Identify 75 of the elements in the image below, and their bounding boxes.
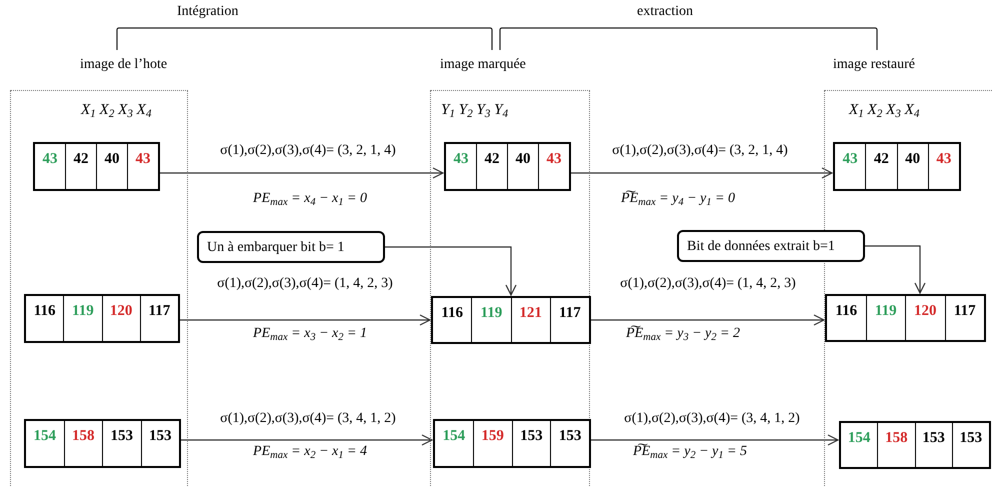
- pixel-value: 120: [906, 296, 946, 340]
- pixel-value: 42: [477, 144, 508, 189]
- pixel-value: 153: [558, 427, 582, 446]
- pixel-value: 43: [935, 150, 952, 169]
- edge-label: σ(1),σ(2),σ(3),σ(4)= (3, 4, 1, 2): [623, 412, 801, 426]
- pixel-value: 153: [916, 423, 953, 467]
- arrow: [180, 434, 433, 446]
- edge-label: σ(1),σ(2),σ(3),σ(4)= (3, 2, 1, 4): [219, 144, 397, 158]
- pixel-value: 121: [512, 298, 551, 342]
- pixel-value: 119: [64, 296, 102, 341]
- pixel-value: 153: [103, 421, 142, 466]
- pixel-value: 42: [66, 144, 97, 189]
- arrow: [865, 245, 926, 294]
- pixel-value: 159: [474, 421, 512, 466]
- column-heading: image marquée: [440, 56, 526, 74]
- edge-label: σ(1),σ(2),σ(3),σ(4)= (3, 4, 1, 2): [219, 412, 397, 426]
- formula: P͠E$_{max}$ = y$_{3}$ − y$_{2}$ = 2: [626, 327, 740, 341]
- pixel-block: [444, 142, 571, 191]
- pixel-value: 153: [958, 429, 984, 448]
- arrow: [590, 434, 839, 446]
- pixel-value: 40: [898, 144, 929, 189]
- pixel-value: 40: [97, 144, 128, 189]
- arrow: [159, 167, 444, 179]
- pixel-block: [33, 142, 160, 191]
- arrow: [179, 314, 431, 326]
- pixel-block: [825, 294, 986, 342]
- column-heading: image restauré: [833, 56, 916, 74]
- arrow: [570, 167, 833, 179]
- pixel-value: 153: [512, 421, 552, 466]
- pixel-value: 40: [508, 144, 539, 189]
- pixel-value: 154: [26, 421, 64, 466]
- pixel-block: [433, 419, 591, 468]
- pixel-block: [24, 419, 181, 468]
- formula: PE$_{max}$ = x$_{2}$ − x$_{1}$ = 4: [253, 445, 367, 459]
- pixel-value: 153: [148, 427, 172, 446]
- arrow: [590, 314, 825, 326]
- pixel-value: 154: [435, 421, 474, 466]
- column-header: X$_{1}$ X$_{2}$ X$_{3}$ X$_{4}$: [81, 101, 152, 122]
- pixel-value: 119: [866, 296, 906, 340]
- formula: P͠E$_{max}$ = y$_{2}$ − y$_{1}$ = 5: [633, 445, 747, 459]
- pixel-value: 42: [866, 144, 898, 189]
- formula: PE$_{max}$ = x$_{3}$ − x$_{2}$ = 1: [253, 327, 367, 341]
- pixel-value: 154: [841, 423, 878, 467]
- callout-box: Bit de données extrait b=1: [677, 230, 865, 262]
- pixel-value: 116: [433, 298, 472, 342]
- edge-label: σ(1),σ(2),σ(3),σ(4)= (1, 4, 2, 3): [216, 277, 394, 291]
- pixel-value: 117: [148, 302, 172, 321]
- pixel-block: [839, 421, 991, 469]
- formula: PE$_{max}$ = x$_{4}$ − x$_{1}$ = 0: [253, 192, 367, 206]
- column-header: X$_{1}$ X$_{2}$ X$_{3}$ X$_{4}$: [849, 101, 920, 122]
- edge-label: σ(1),σ(2),σ(3),σ(4)= (1, 4, 2, 3): [619, 277, 797, 291]
- phase-label: extraction: [637, 5, 693, 19]
- pixel-value: 158: [64, 421, 103, 466]
- pixel-value: 117: [558, 304, 582, 323]
- column-heading: image de l’hote: [80, 56, 168, 74]
- pixel-value: 43: [35, 144, 66, 189]
- edge-label: σ(1),σ(2),σ(3),σ(4)= (3, 2, 1, 4): [611, 144, 789, 158]
- arrow: [385, 246, 517, 296]
- pixel-block: [431, 296, 591, 344]
- phase-label: Intégration: [177, 5, 238, 19]
- pixel-value: 43: [546, 150, 562, 169]
- pixel-value: 120: [102, 296, 141, 341]
- pixel-block: [24, 294, 180, 343]
- column-header: Y$_{1}$ Y$_{2}$ Y$_{3}$ Y$_{4}$: [441, 101, 508, 122]
- pixel-value: 43: [134, 150, 152, 169]
- pixel-value: 43: [446, 144, 477, 189]
- pixel-block: [833, 142, 961, 191]
- pixel-value: 116: [26, 296, 64, 341]
- pixel-value: 119: [472, 298, 512, 342]
- pixel-value: 43: [835, 144, 866, 189]
- pixel-value: 158: [878, 423, 916, 467]
- callout-box: Un à embarquer bit b= 1: [197, 231, 385, 263]
- formula: P͠E$_{max}$ = y$_{4}$ − y$_{1}$ = 0: [621, 192, 735, 206]
- pixel-value: 117: [952, 302, 977, 321]
- pixel-value: 116: [827, 296, 866, 340]
